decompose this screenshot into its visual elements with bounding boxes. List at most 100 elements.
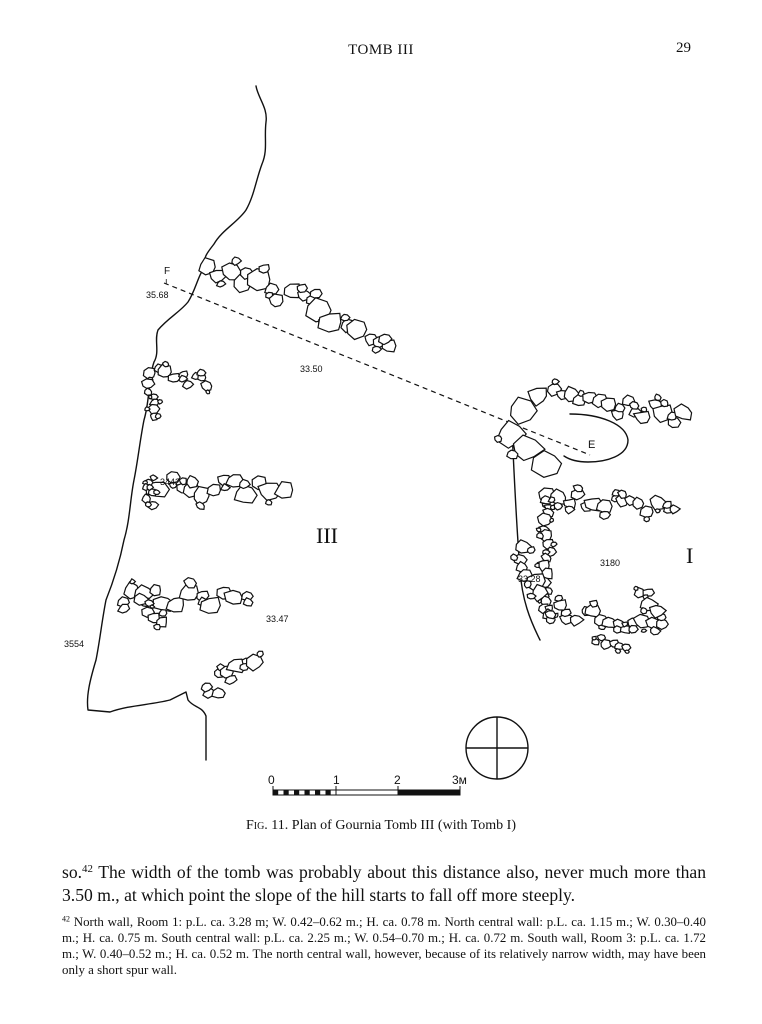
wall-stone	[211, 687, 226, 699]
elevation-south-west: 3554	[64, 639, 84, 649]
wall-stone	[264, 499, 273, 506]
scale-bar	[272, 786, 461, 796]
scale-segment	[294, 790, 300, 795]
wall-stone	[588, 599, 599, 608]
elevation-north-room: 33.50	[300, 364, 323, 374]
elevation-f-point: 35.68	[146, 290, 169, 300]
wall-stone	[536, 512, 554, 527]
wall-stone	[534, 562, 540, 569]
tomb-plan-figure: F ı 35.68 33.50 3442 33.47 3554 E 3180 3…	[64, 85, 693, 796]
wall-stone	[238, 478, 252, 490]
wall-stone	[614, 648, 622, 654]
wall-stone	[540, 552, 552, 563]
wall-stone	[166, 471, 181, 484]
wall-stone	[640, 607, 648, 615]
wall-stone	[506, 449, 519, 460]
wall-stone	[526, 546, 536, 555]
wall-stone	[144, 406, 151, 412]
wall-stone	[639, 505, 654, 518]
wall-stone	[551, 378, 561, 386]
figure-caption-text: Plan of Gournia Tomb III (with Tomb I)	[291, 818, 517, 833]
wall-stone	[144, 501, 153, 508]
figure-caption-prefix: Fig. 11.	[245, 818, 289, 833]
wall-stone	[655, 617, 670, 631]
wall-stone	[628, 624, 639, 634]
label-f-mark: ı	[165, 276, 168, 286]
wall-stone	[196, 368, 207, 377]
wall-stone	[554, 594, 564, 602]
wall-stone	[205, 389, 211, 395]
wall-stone	[493, 434, 503, 443]
label-f: F	[164, 266, 170, 277]
wall-stone	[560, 608, 572, 618]
wall-stone	[223, 589, 243, 605]
wall-stone	[193, 485, 210, 507]
wall-stone	[317, 312, 342, 333]
wall-stone	[591, 635, 597, 641]
wall-stone	[199, 596, 221, 614]
wall-stone	[544, 610, 557, 620]
scale-segment	[325, 790, 331, 795]
wall-stone	[153, 623, 161, 631]
wall-stone	[142, 366, 156, 380]
wall-stone	[143, 387, 153, 396]
north-compass	[465, 716, 529, 780]
elevation-tomb1-room: 3180	[600, 558, 620, 568]
section-line	[163, 282, 591, 456]
body-paragraph: so.42 The width of the tomb was probably…	[62, 861, 706, 907]
elevation-south-room: 33.47	[266, 614, 289, 624]
room-e-arc	[563, 413, 629, 463]
wall-stone	[168, 481, 178, 489]
wall-stone	[162, 360, 170, 368]
wall-stone	[154, 412, 162, 420]
wall-stone	[178, 477, 187, 486]
wall-stone	[309, 288, 323, 299]
wall-stone	[640, 406, 648, 413]
wall-stone	[128, 577, 137, 585]
wall-stone	[549, 504, 556, 511]
scale-tick-1: 1	[333, 773, 340, 787]
wall-stone	[296, 283, 309, 294]
wall-stone	[195, 501, 205, 510]
wall-stone	[654, 508, 662, 514]
wall-stone	[523, 580, 532, 589]
wall-stone	[509, 396, 538, 426]
wall-stone	[550, 541, 558, 548]
wall-stone	[233, 483, 258, 504]
wall-stone	[149, 583, 162, 597]
wall-stone	[624, 649, 631, 654]
wall-stone	[632, 496, 645, 510]
wall-stone	[649, 494, 667, 511]
elevation-central-room: 3442	[160, 477, 180, 487]
wall-stone	[156, 399, 164, 405]
wall-stone	[510, 553, 519, 562]
wall-stone	[526, 592, 537, 600]
wall-stone	[654, 393, 662, 402]
wall-stone	[628, 400, 640, 410]
wall-stone	[257, 482, 283, 502]
wall-stone	[242, 597, 254, 607]
scale-segment	[273, 790, 279, 795]
wall-stone	[553, 501, 564, 511]
wall-stone	[600, 397, 617, 412]
scale-tick-2: 2	[394, 773, 401, 787]
wall-stone	[530, 449, 563, 478]
wall-stone	[531, 583, 549, 603]
wall-stone	[648, 604, 668, 619]
wall-stone	[231, 256, 243, 267]
wall-stone	[140, 378, 156, 390]
bedrock-outline	[86, 85, 267, 761]
footnote: 42 North wall, Room 1: p.L. ca. 3.28 m; …	[62, 914, 706, 978]
wall-stone	[660, 398, 669, 408]
body-text-before: so.	[62, 862, 83, 882]
wall-stone	[200, 380, 213, 392]
wall-stone	[569, 614, 585, 627]
wall-stone	[632, 410, 651, 425]
figure-caption: Fig. 11. Plan of Gournia Tomb III (with …	[0, 818, 762, 834]
wall-stone	[346, 318, 368, 341]
wall-stone	[619, 625, 631, 634]
wall-stone	[258, 264, 270, 274]
body-text-after: The width of the tomb was probably about…	[62, 862, 706, 905]
wall-stone	[268, 293, 284, 308]
wall-stone	[601, 616, 618, 629]
